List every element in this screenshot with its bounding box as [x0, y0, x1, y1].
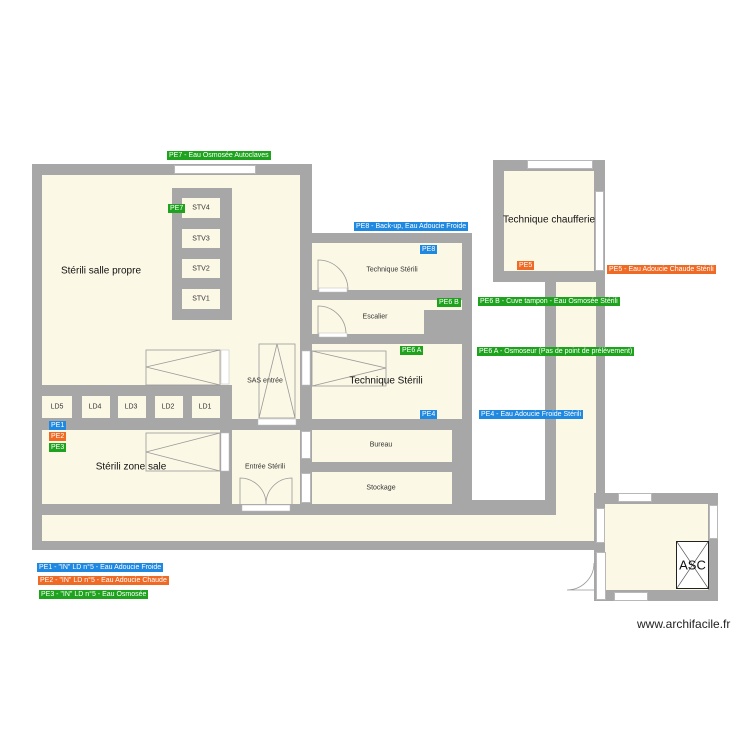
- room-stv3: [182, 229, 220, 248]
- room-label-stv3: STV3: [192, 235, 210, 243]
- legend-pe1[interactable]: PE1 - "IN" LD n°5 - Eau Adoucie Froide: [37, 563, 164, 572]
- window: [301, 473, 311, 503]
- room-label-ld4: LD4: [88, 403, 102, 411]
- watermark: www.archifacile.fr: [637, 617, 731, 631]
- marker-pe5[interactable]: PE5: [517, 261, 535, 270]
- room-stv2: [182, 259, 220, 278]
- room-label-ld3: LD3: [124, 403, 138, 411]
- room-label-stv4: STV4: [192, 204, 210, 212]
- legend-pe8[interactable]: PE8 - Back-up, Eau Adoucie Froide: [354, 222, 469, 231]
- window: [527, 160, 593, 169]
- room-label-sterili-salle-propre: Stérili salle propre: [60, 265, 142, 277]
- room-bureau: [312, 430, 452, 462]
- room-label-ld5: LD5: [50, 403, 64, 411]
- window: [596, 508, 605, 543]
- room-ld5: [42, 396, 72, 418]
- room-label-sas-entree: SAS entrée: [247, 377, 283, 385]
- east-corridor: [556, 280, 596, 520]
- legend-pe2[interactable]: PE2 - "IN" LD n°5 - Eau Adoucie Chaude: [38, 576, 169, 585]
- legend-pe6a[interactable]: PE6 A - Osmoseur (Pas de point de prélèv…: [477, 347, 635, 356]
- room-sterili-salle-propre-right: [232, 175, 300, 333]
- window: [596, 552, 606, 600]
- room-label-escalier: Escalier: [362, 313, 388, 321]
- legend-pe7[interactable]: PE7 - Eau Osmosée Autoclaves: [167, 151, 271, 160]
- legend-pe4[interactable]: PE4 - Eau Adoucie Froide Stérili: [479, 410, 583, 419]
- room-ld3: [118, 396, 146, 418]
- south-corridor: [42, 515, 595, 541]
- legend-pe5[interactable]: PE5 - Eau Adoucie Chaude Stérili: [607, 265, 716, 274]
- marker-pe1[interactable]: PE1: [49, 421, 67, 430]
- room-ld4: [82, 396, 110, 418]
- room-label-stv1: STV1: [192, 295, 210, 303]
- room-label-ld2: LD2: [161, 403, 175, 411]
- legend-pe6b[interactable]: PE6 B - Cuve tampon - Eau Osmosée Stéril…: [478, 297, 620, 306]
- window: [709, 505, 718, 539]
- marker-pe4[interactable]: PE4: [420, 410, 438, 419]
- marker-pe7[interactable]: PE7: [168, 204, 186, 213]
- marker-pe2[interactable]: PE2: [49, 432, 67, 441]
- room-label-stv2: STV2: [192, 265, 210, 273]
- room-label-technique-sterili-big: Technique Stérili: [349, 375, 423, 387]
- marker-pe3[interactable]: PE3: [49, 443, 67, 452]
- room-technique-chaufferie: [504, 171, 594, 271]
- marker-pe6b[interactable]: PE6 B: [437, 298, 461, 307]
- window: [174, 165, 256, 174]
- room-stv4: [182, 198, 220, 218]
- elevator-shaft: ASC: [676, 541, 709, 589]
- window: [614, 592, 648, 601]
- room-stockage: [312, 472, 452, 504]
- window: [618, 493, 652, 502]
- window: [595, 191, 604, 271]
- marker-pe6a[interactable]: PE6 A: [400, 346, 424, 355]
- room-stv1: [182, 289, 220, 309]
- room-label-stockage: Stockage: [366, 484, 396, 492]
- room-label-bureau: Bureau: [369, 441, 393, 449]
- room-label-ld1: LD1: [198, 403, 212, 411]
- window: [301, 431, 311, 459]
- room-ld2: [155, 396, 183, 418]
- room-label-entree-sterili: Entrée Stérili: [244, 463, 286, 471]
- room-label-technique-chaufferie: Technique chaufferie: [502, 214, 596, 226]
- legend-pe3[interactable]: PE3 - "IN" LD n°5 - Eau Osmosée: [39, 590, 149, 599]
- marker-pe8[interactable]: PE8: [420, 245, 438, 254]
- wall-propre-south: [32, 385, 232, 395]
- asc-label: ASC: [679, 557, 706, 573]
- room-label-technique-sterili-small: Technique Stérili: [366, 266, 418, 274]
- room-ld1: [192, 396, 220, 418]
- room-label-sterili-zone-sale: Stérili zone sale: [95, 461, 167, 473]
